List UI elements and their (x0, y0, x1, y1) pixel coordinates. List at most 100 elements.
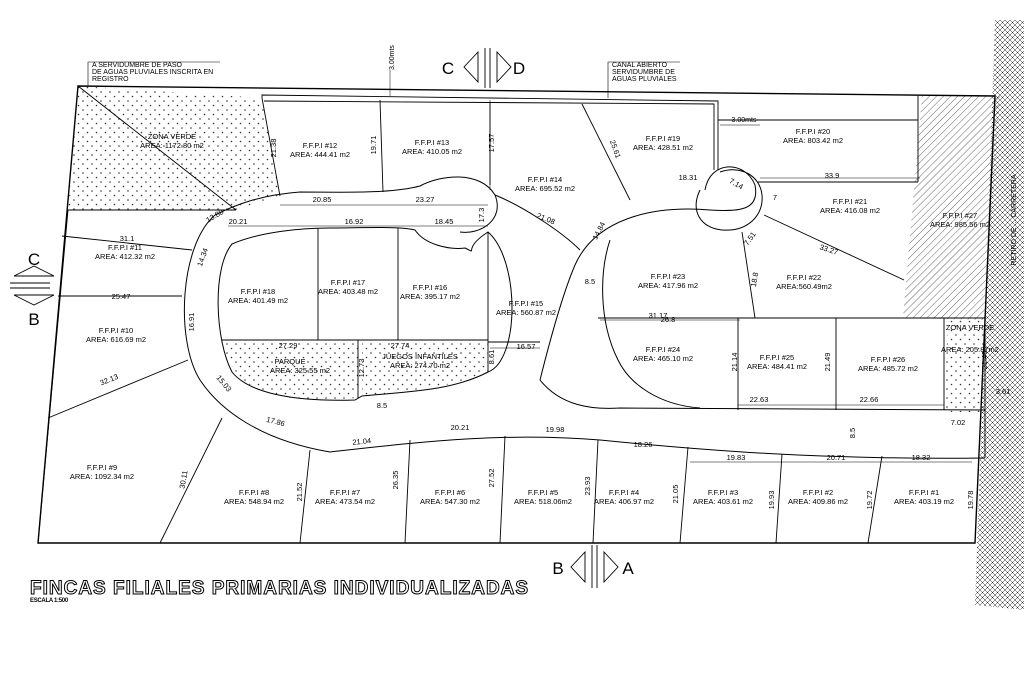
lot-7-area: AREA: 473.54 m2 (315, 497, 375, 506)
lot-21-name: F.F.P.I #21 (833, 197, 867, 206)
green-zone-1-name: ZONA VERDE (148, 132, 196, 141)
dimension-19: 21.49 (823, 353, 832, 372)
easement-right-line-1: SERVIDUMBRE DE (612, 69, 675, 76)
dimension-27: 16.92 (345, 217, 364, 226)
dimension-23: 7.02 (951, 418, 966, 427)
dimension-44: 18.32 (912, 453, 931, 462)
dimension-55: 27.74 (391, 341, 410, 350)
dimension-47: 27.52 (487, 469, 496, 488)
road-right-note: RETIRO DE ... CARRETERA (1011, 174, 1018, 265)
lot-17-name: F.F.P.I #17 (331, 278, 365, 287)
dimension-41: 18.26 (634, 440, 653, 449)
lot-1-name: F.F.P.I #1 (909, 488, 939, 497)
easement-right-line-2: AGUAS PLUVIALES (612, 76, 677, 83)
lot-6-area: AREA: 547.30 m2 (420, 497, 480, 506)
section-marker-ba-bottom (570, 545, 619, 588)
lot-27-area: AREA: 985.56 m2 (930, 220, 990, 229)
dimension-20: 22.63 (750, 395, 769, 404)
dimension-49: 21.05 (671, 485, 680, 504)
lot-20-area: AREA: 803.42 m2 (783, 136, 843, 145)
lot-18-area: AREA: 401.49 m2 (228, 296, 288, 305)
dimension-26: 20.21 (229, 217, 248, 226)
dimension-59: 19.71 (369, 136, 378, 155)
dimension-34: 16.91 (187, 313, 196, 332)
section-letter-5: A (622, 559, 634, 578)
lot-14-curve (494, 194, 581, 251)
dimension-45: 21.52 (295, 483, 304, 502)
lot-26-area: AREA: 485.72 m2 (858, 364, 918, 373)
lot-19-area: AREA: 428.51 m2 (633, 143, 693, 152)
dimension-6: 25.61 (608, 139, 623, 160)
easement-left-line-2: REGISTRO (92, 76, 129, 83)
cul-de-sac-right (695, 169, 763, 231)
section-letter-4: B (552, 559, 563, 578)
dimension-22: 21.49 (980, 351, 989, 370)
dimension-58: 21.38 (269, 139, 278, 158)
lot-7-name: F.F.P.I #7 (330, 488, 360, 497)
dimension-25: 8.5 (848, 428, 857, 438)
dimension-14: 31.17 (649, 311, 668, 320)
dimension-38: 21.04 (352, 436, 371, 447)
lot-12-name: F.F.P.I #12 (303, 141, 337, 150)
dimension-39: 20.21 (451, 423, 470, 432)
dimension-8: 7.14 (728, 176, 745, 191)
dimension-36: 15.03 (214, 373, 233, 393)
lot-13-area: AREA: 410.05 m2 (402, 147, 462, 156)
leader-easement-left (87, 61, 220, 86)
dimension-43: 20.71 (827, 453, 846, 462)
section-marker-cb-left (10, 265, 55, 306)
dimension-33: 25.47 (112, 292, 131, 301)
section-marker-cd-top (463, 48, 512, 88)
lot-16-name: F.F.P.I #16 (413, 283, 447, 292)
dimension-37: 17.86 (265, 415, 285, 429)
easement-right-line-0: CANAL ABIERTO (612, 62, 668, 69)
dimension-56: 12.73 (357, 359, 366, 378)
dimension-13: 18.8 (749, 272, 760, 288)
dimension-lines (62, 70, 972, 463)
dimension-12: 33.27 (818, 242, 839, 256)
lot-3-name: F.F.P.I #3 (708, 488, 738, 497)
setback-right: 3.00mts (732, 117, 757, 124)
top-easement (261, 94, 719, 170)
lot-16-area: AREA: 395.17 m2 (400, 292, 460, 301)
park-area: AREA: 325.55 m2 (270, 366, 330, 375)
green-zone-1-fill (68, 86, 280, 210)
park-name: PARQUE (274, 357, 305, 366)
dimension-42: 19.83 (727, 453, 746, 462)
dimension-40: 19.98 (546, 425, 565, 434)
lot-11-area: AREA: 412.32 m2 (95, 252, 155, 261)
lot-23-name: F.F.P.I #23 (651, 272, 685, 281)
dimension-4: 14.84 (590, 220, 607, 241)
lot-8-name: F.F.P.I #8 (239, 488, 269, 497)
easement-left-line-0: A SERVIDUMBRE DE PASO (92, 62, 183, 69)
dimension-3: 21.08 (536, 211, 557, 226)
lot-24-name: F.F.P.I #24 (646, 345, 680, 354)
lot-22-name: F.F.P.I #22 (787, 273, 821, 282)
dimension-17: 8.61 (487, 350, 496, 365)
lot-14-name: F.F.P.I #14 (528, 175, 562, 184)
dimension-29: 17.3 (477, 208, 486, 223)
lot-14-area: AREA: 695.52 m2 (515, 184, 575, 193)
lot-9-name: F.F.P.I #9 (87, 463, 117, 472)
lot-10-area: AREA: 616.69 m2 (86, 335, 146, 344)
lot-26-name: F.F.P.I #26 (871, 355, 905, 364)
green-zone-2-fill (944, 320, 985, 412)
lot-25-name: F.F.P.I #25 (760, 353, 794, 362)
dimension-11: 7.51 (742, 230, 758, 247)
section-letter-0: C (442, 59, 454, 78)
lot-21-area: AREA: 416.08 m2 (820, 206, 880, 215)
easement-left-line-1: DE AGUAS PLUVIALES INSCRITA EN (92, 69, 213, 76)
dimension-46: 26.35 (391, 471, 400, 490)
dimension-53: 30.11 (178, 470, 190, 490)
dimension-5: 8.5 (585, 277, 595, 286)
lot-27-name: F.F.P.I #27 (943, 211, 977, 220)
lot-10-name: F.F.P.I #10 (99, 326, 133, 335)
dimension-16: 16.57 (517, 342, 536, 351)
section-letter-2: C (28, 250, 40, 269)
drawing-scale: ESCALA 1:500 (30, 598, 68, 604)
dimension-24: 3.61 (996, 387, 1011, 396)
lot-25-area: AREA: 484.41 m2 (747, 362, 807, 371)
lot-4-name: F.F.P.I #4 (609, 488, 639, 497)
